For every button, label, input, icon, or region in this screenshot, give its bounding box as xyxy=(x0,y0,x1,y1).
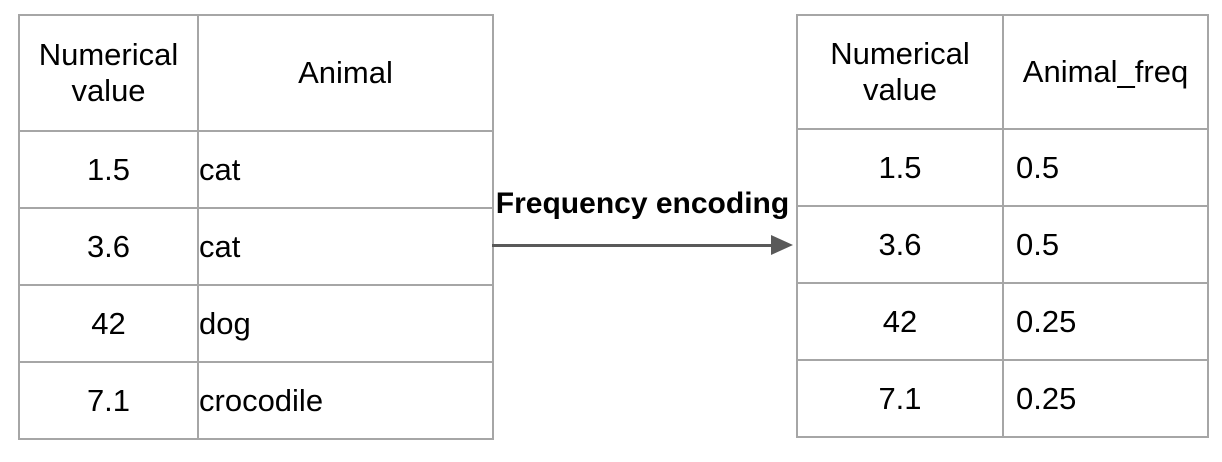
column-header-animal-freq: Animal_freq xyxy=(1002,14,1209,130)
table-cell: 0.25 xyxy=(1002,359,1209,438)
table-header-row: Numerical value Animal xyxy=(18,14,494,132)
column-header-numerical-value: Numerical value xyxy=(18,14,199,132)
table-cell: 42 xyxy=(796,282,1004,361)
table-row: 3.6 cat xyxy=(18,207,494,286)
table-row: 1.5 0.5 xyxy=(796,128,1209,207)
table-cell: 0.5 xyxy=(1002,205,1209,284)
table-cell: 1.5 xyxy=(18,130,199,209)
right-arrow-icon xyxy=(492,234,793,256)
table-row: 42 dog xyxy=(18,284,494,363)
table-cell: 7.1 xyxy=(18,361,199,440)
table-cell: 3.6 xyxy=(796,205,1004,284)
table-cell: 7.1 xyxy=(796,359,1004,438)
table-row: 1.5 cat xyxy=(18,130,494,209)
table-cell: cat xyxy=(197,207,494,286)
table-row: 7.1 crocodile xyxy=(18,361,494,440)
table-cell: 42 xyxy=(18,284,199,363)
encoded-table: Numerical value Animal_freq 1.5 0.5 3.6 … xyxy=(796,14,1209,438)
table-cell: cat xyxy=(197,130,494,209)
arrow-label: Frequency encoding xyxy=(495,187,790,220)
table-cell: crocodile xyxy=(197,361,494,440)
arrow-head xyxy=(771,235,793,255)
arrow-shaft xyxy=(492,244,777,247)
original-table: Numerical value Animal 1.5 cat 3.6 cat 4… xyxy=(18,14,494,440)
column-header-animal: Animal xyxy=(197,14,494,132)
table-row: 3.6 0.5 xyxy=(796,205,1209,284)
table-cell: 0.5 xyxy=(1002,128,1209,207)
table-cell: 1.5 xyxy=(796,128,1004,207)
table-header-row: Numerical value Animal_freq xyxy=(796,14,1209,130)
table-cell: 3.6 xyxy=(18,207,199,286)
transform-annotation: Frequency encoding xyxy=(492,186,793,256)
table-cell: dog xyxy=(197,284,494,363)
table-row: 42 0.25 xyxy=(796,282,1209,361)
table-row: 7.1 0.25 xyxy=(796,359,1209,438)
column-header-numerical-value: Numerical value xyxy=(796,14,1004,130)
table-cell: 0.25 xyxy=(1002,282,1209,361)
